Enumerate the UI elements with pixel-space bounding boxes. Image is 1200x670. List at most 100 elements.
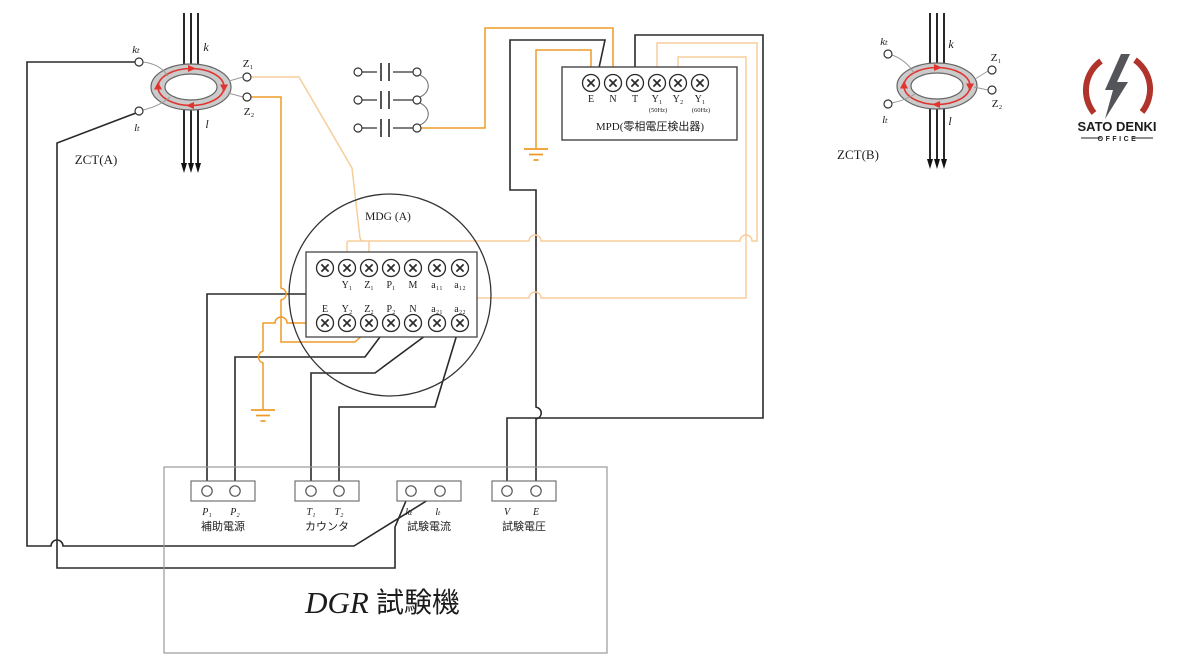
mpd-terminal-e xyxy=(581,73,601,93)
zct-a-label: ZCT(A) xyxy=(75,152,118,167)
dgr-caption-voltage: 試験電圧 xyxy=(502,519,546,533)
lightning-bolt-icon xyxy=(1105,54,1130,119)
mpd-label-y2: Y₂ xyxy=(673,94,684,105)
mdg-bottom-label-p2: P₂ xyxy=(386,304,395,315)
zct-a-direction-arrows xyxy=(154,65,228,109)
mpd-unit: E N T Y₁ Y₂ Y₁ (50Hz) (60Hz) MPD(零相電圧検出器… xyxy=(561,66,738,141)
zct-b-z2-terminal xyxy=(987,85,997,95)
ground-icon-mdg xyxy=(251,409,275,422)
wire-mdg-e-to-ground xyxy=(257,316,316,409)
zct-a: kₜ lₜ Z₁ Z₂ k l ZCT(A) xyxy=(75,13,254,173)
zct-b-kt-label: kₜ xyxy=(880,36,888,48)
dgr-label-p2: P₂ xyxy=(229,507,240,518)
mdg-bottom-label-a21: a₂₁ xyxy=(431,304,442,315)
mdg-top-label-p1: P₁ xyxy=(386,280,395,291)
mdg-title: MDG (A) xyxy=(365,211,411,223)
ground-symbols xyxy=(251,148,548,422)
logo-sub: OFFICE xyxy=(1098,136,1139,143)
zct-a-lt-terminal xyxy=(134,106,144,116)
dgr-label-lt: lₜ xyxy=(435,507,441,518)
dgr-label-t1: T₁ xyxy=(306,507,315,518)
zct-a-core-hole xyxy=(164,73,218,101)
mpd-terminal-n xyxy=(603,73,623,93)
mdg-top-terminal-y1 xyxy=(337,258,357,278)
zct-a-tap-links xyxy=(142,61,244,111)
capacitor-link-1-2 xyxy=(419,74,429,98)
zct-b-label: ZCT(B) xyxy=(837,147,879,162)
wire-zcta-lt-to-dgr-k xyxy=(56,112,409,569)
capacitor-bank xyxy=(353,63,429,137)
zct-a-l-label: l xyxy=(205,117,209,131)
dgr-block-counter xyxy=(294,480,360,502)
logo-right-arc xyxy=(1133,57,1154,114)
wire-zcta-z2-to-mdg-z2 xyxy=(251,96,367,343)
zct-b-z1-terminal xyxy=(987,65,997,75)
wire-capacitor-to-mpd-n xyxy=(421,27,614,129)
dgr-terminal-p2 xyxy=(229,485,241,497)
mdg-bottom-terminal-y2 xyxy=(337,313,357,333)
mdg-bottom-terminal-p2 xyxy=(381,313,401,333)
mdg-unit: MDG (A) Y₁ Z₁ P₁ M a₁₁ a₁₂ E Y₂ Z₂ P₂ N … xyxy=(288,193,492,397)
dgr-box xyxy=(163,466,608,654)
wire-mdg-p2-to-dgr-p2 xyxy=(234,328,387,486)
mdg-bottom-label-z2: Z₂ xyxy=(364,304,374,315)
dgr-block-aux xyxy=(190,480,256,502)
mdg-bottom-label-e: E xyxy=(322,304,328,315)
dgr-label-e: E xyxy=(532,507,539,518)
wire-y2-bus xyxy=(350,56,747,318)
zct-a-z2-terminal xyxy=(242,92,252,102)
wire-y1-bus xyxy=(346,42,758,260)
zct-a-z1-terminal xyxy=(242,72,252,82)
dgr-title-latin: DGR xyxy=(304,585,369,620)
mdg-bottom-label-n: N xyxy=(409,304,416,315)
zct-b-l-label: l xyxy=(948,114,952,128)
mpd-label-y1-50: Y₁ xyxy=(652,94,663,105)
mpd-label-t: T xyxy=(632,94,638,105)
mpd-terminal-t xyxy=(625,73,645,93)
zct-b-lt-label: lₜ xyxy=(882,114,888,126)
zct-b-z1-label: Z₁ xyxy=(991,52,1002,64)
dgr-terminal-lt xyxy=(434,485,446,497)
wire-mpd-e-to-ground xyxy=(535,49,592,148)
mpd-label-y1-60: Y₁ xyxy=(695,94,706,105)
dgr-terminal-t1 xyxy=(305,485,317,497)
zct-b-kt-terminal xyxy=(883,49,893,59)
mpd-label-n: N xyxy=(609,94,616,105)
dgr-terminal-kt xyxy=(405,485,417,497)
wire-zcta-z1-diagonal xyxy=(251,76,365,242)
wire-mdg-a22-to-dgr-t2 xyxy=(338,330,459,486)
capacitor-link-2-3 xyxy=(419,102,429,126)
dgr-label-kt: kₜ xyxy=(406,507,413,518)
zct-b-z2-label: Z₂ xyxy=(992,98,1003,110)
dgr-test-set: P₁ P₂ 補助電源 T₁ T₂ カウンタ kₜ lₜ 試験電流 V E 試験電… xyxy=(163,466,608,654)
mpd-label-e: E xyxy=(588,94,594,105)
mdg-bottom-label-a22: a₂₂ xyxy=(454,304,465,315)
wire-mdg-a21-to-dgr-t1 xyxy=(310,329,434,486)
logo-name: SATO DENKI xyxy=(1078,119,1157,134)
dgr-terminal-v xyxy=(501,485,513,497)
zct-a-lt-label: lₜ xyxy=(134,122,140,134)
mdg-top-label-m: M xyxy=(409,280,418,291)
dgr-title-ja: 試験機 xyxy=(376,587,460,618)
zct-a-k-label: k xyxy=(203,40,209,54)
mdg-top-terminal-m xyxy=(403,258,423,278)
dgr-terminal-t2 xyxy=(333,485,345,497)
mdg-bottom-terminal-a21 xyxy=(427,313,447,333)
dgr-label-v: V xyxy=(504,507,512,518)
dgr-caption-aux: 補助電源 xyxy=(201,519,245,533)
capacitor-1 xyxy=(362,63,413,81)
zct-a-z1-label: Z₁ xyxy=(243,58,254,70)
zct-b-k-label: k xyxy=(948,37,954,51)
capacitor-3 xyxy=(362,119,413,137)
wire-mpd-t-to-dgr-v xyxy=(506,34,764,486)
logo-left-arc xyxy=(1082,58,1103,115)
zct-b: kₜ lₜ Z₁ Z₂ k l ZCT(B) xyxy=(837,13,1002,169)
mpd-terminal-y1-50 xyxy=(647,73,667,93)
sato-denki-logo: SATO DENKI OFFICE xyxy=(1078,54,1157,143)
orange-wires xyxy=(251,27,758,409)
dgr-caption-counter: カウンタ xyxy=(305,520,349,533)
mdg-top-terminal-a11 xyxy=(427,258,447,278)
mdg-bottom-terminal-z2 xyxy=(359,313,379,333)
mdg-top-terminal-p1 xyxy=(381,258,401,278)
